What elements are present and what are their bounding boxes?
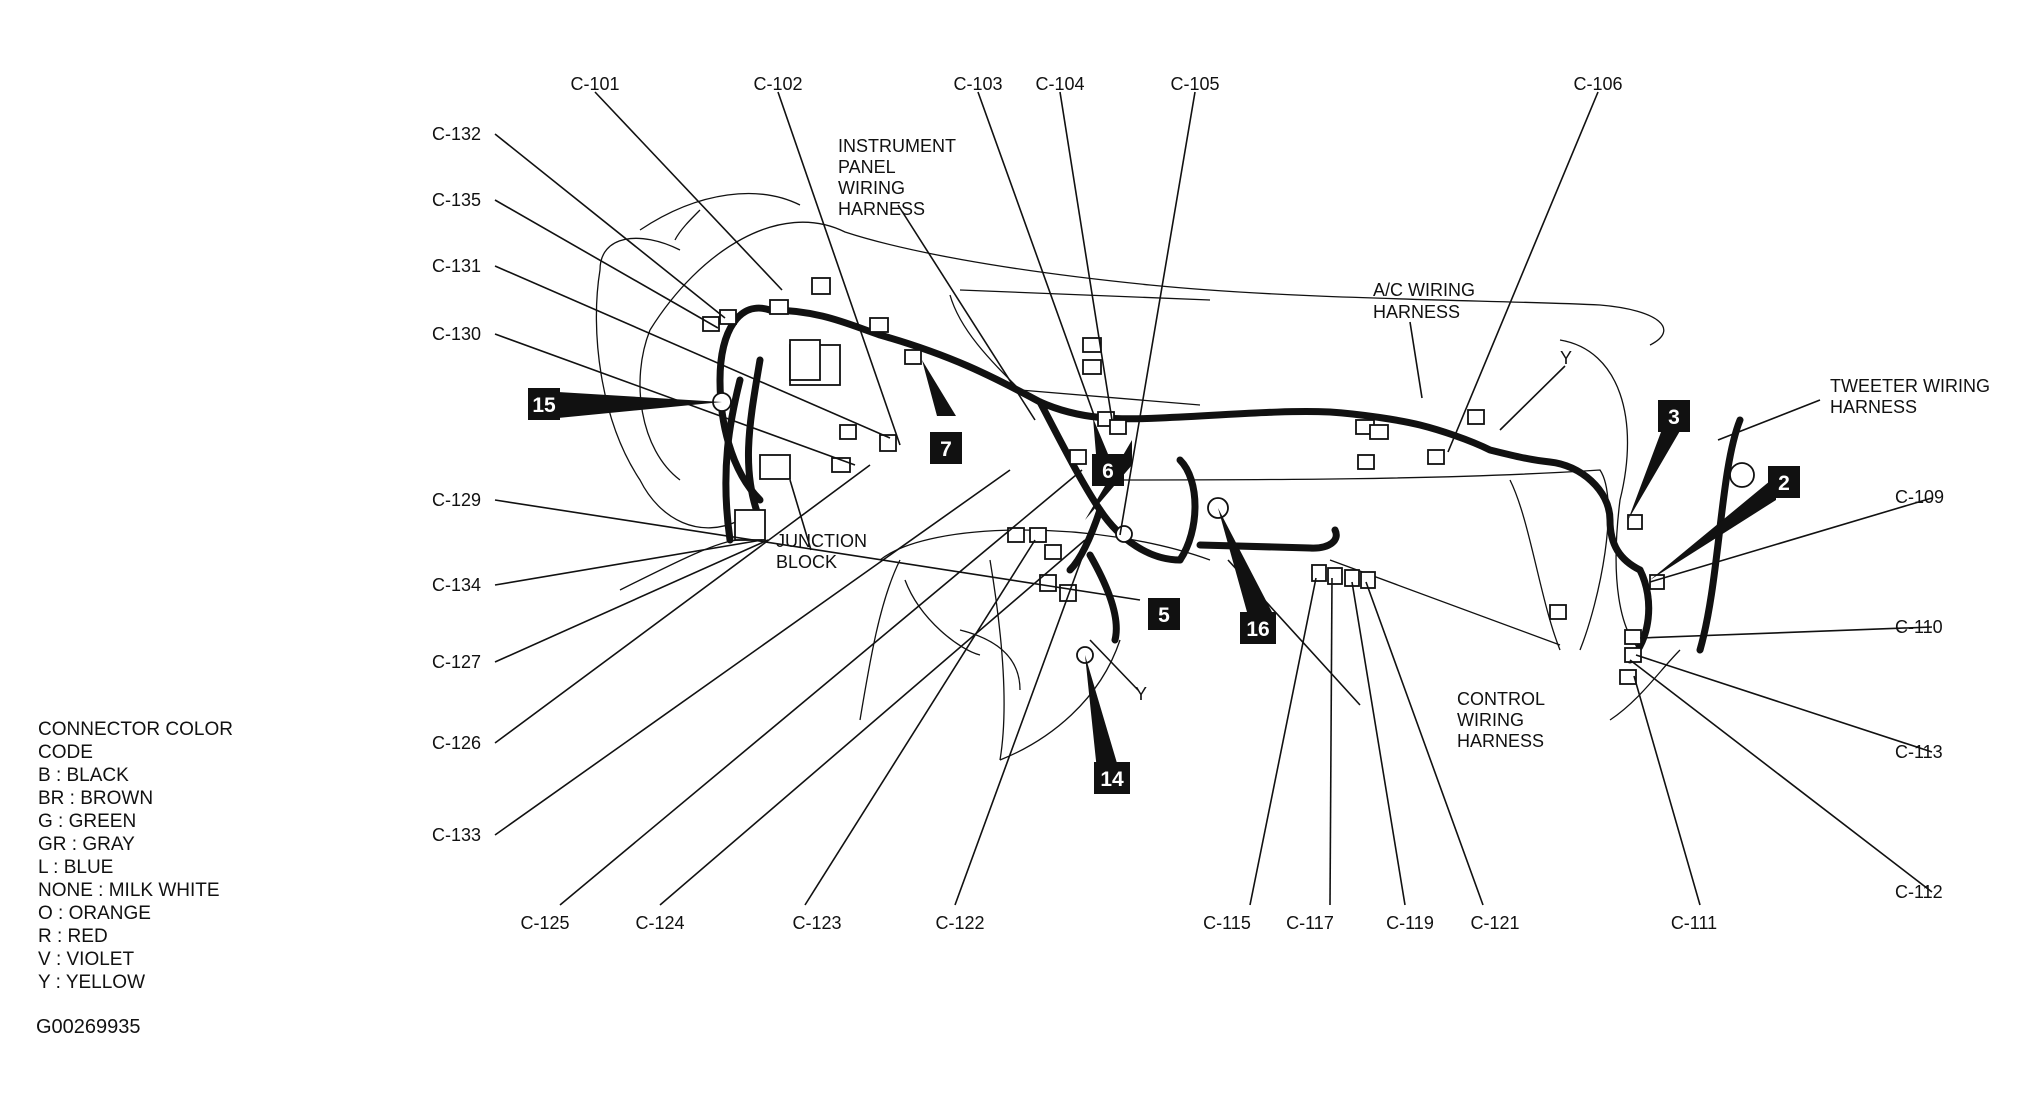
- label-c125: C-125: [520, 913, 569, 933]
- svg-text:JUNCTION: JUNCTION: [776, 531, 867, 551]
- label-c109: C-109: [1895, 487, 1944, 507]
- harness-wires: [716, 304, 1744, 664]
- label-c124: C-124: [635, 913, 684, 933]
- svg-text:INSTRUMENT: INSTRUMENT: [838, 136, 956, 156]
- legend-entry: L : BLUE: [38, 857, 114, 878]
- svg-text:2: 2: [1778, 472, 1790, 495]
- label-c117: C-117: [1286, 913, 1334, 933]
- svg-text:WIRING: WIRING: [838, 178, 905, 198]
- label-c106: C-106: [1573, 74, 1622, 94]
- legend-entry: O : ORANGE: [38, 903, 151, 924]
- badge-6: 6: [1092, 454, 1124, 486]
- ac-harness-label: A/C WIRING HARNESS: [1373, 280, 1475, 322]
- legend-entry: R : RED: [38, 926, 108, 947]
- label-c105: C-105: [1170, 74, 1219, 94]
- wire-color-y-lower: Y: [1135, 684, 1147, 704]
- label-c102: C-102: [753, 74, 802, 94]
- label-c126: C-126: [432, 733, 481, 753]
- connector-color-legend: CONNECTOR COLOR CODE B : BLACK BR : BROW…: [38, 718, 233, 994]
- svg-text:3: 3: [1668, 406, 1680, 429]
- svg-text:TWEETER WIRING: TWEETER WIRING: [1830, 376, 1990, 396]
- label-c112: C-112: [1895, 882, 1943, 902]
- label-c132: C-132: [432, 124, 481, 144]
- label-c131: C-131: [432, 256, 481, 276]
- label-c111: C-111: [1671, 913, 1717, 933]
- label-c123: C-123: [792, 913, 841, 933]
- svg-text:16: 16: [1246, 618, 1269, 641]
- legend-entry: GR : GRAY: [38, 834, 135, 855]
- label-c115: C-115: [1203, 913, 1251, 933]
- label-c101: C-101: [570, 74, 619, 94]
- connector-shapes: [702, 277, 1755, 685]
- badge-3: 3: [1658, 400, 1690, 432]
- instrument-panel-harness-label: INSTRUMENT PANEL WIRING HARNESS: [838, 136, 956, 219]
- legend-entry: V : VIOLET: [38, 949, 135, 970]
- label-c119: C-119: [1386, 913, 1434, 933]
- svg-text:15: 15: [532, 394, 556, 417]
- label-c122: C-122: [935, 913, 984, 933]
- svg-text:6: 6: [1102, 460, 1114, 483]
- label-c104: C-104: [1035, 74, 1084, 94]
- legend-entry: Y : YELLOW: [38, 972, 146, 993]
- legend-entry: NONE : MILK WHITE: [38, 880, 220, 901]
- badge-14: 14: [1094, 762, 1130, 794]
- badge-2: 2: [1768, 466, 1800, 498]
- badge-7: 7: [930, 432, 962, 464]
- svg-text:WIRING: WIRING: [1457, 710, 1524, 730]
- label-c113: C-113: [1895, 742, 1943, 762]
- label-c103: C-103: [953, 74, 1002, 94]
- junction-block-label: JUNCTION BLOCK: [776, 531, 867, 572]
- figure-id: G00269935: [36, 1016, 141, 1038]
- svg-text:14: 14: [1100, 768, 1124, 791]
- label-c135: C-135: [432, 190, 481, 210]
- label-c134: C-134: [432, 575, 481, 595]
- badge-5: 5: [1148, 598, 1180, 630]
- svg-text:HARNESS: HARNESS: [838, 199, 925, 219]
- label-c127: C-127: [432, 652, 481, 672]
- leader-lines: [494, 91, 1933, 906]
- dashboard-outline: [595, 192, 1681, 761]
- label-c130: C-130: [432, 324, 481, 344]
- svg-text:CONTROL: CONTROL: [1457, 689, 1545, 709]
- svg-text:7: 7: [940, 438, 952, 461]
- svg-text:HARNESS: HARNESS: [1830, 397, 1917, 417]
- svg-text:A/C WIRING: A/C WIRING: [1373, 280, 1475, 300]
- svg-text:HARNESS: HARNESS: [1457, 731, 1544, 751]
- svg-text:PANEL: PANEL: [838, 157, 896, 177]
- control-harness-label: CONTROL WIRING HARNESS: [1457, 689, 1545, 751]
- label-c110: C-110: [1895, 617, 1943, 637]
- label-c133: C-133: [432, 825, 481, 845]
- label-c129: C-129: [432, 490, 481, 510]
- legend-title-2: CODE: [38, 742, 93, 763]
- legend-entry: B : BLACK: [38, 765, 129, 786]
- svg-text:BLOCK: BLOCK: [776, 552, 837, 572]
- legend-entry: BR : BROWN: [38, 788, 154, 809]
- svg-text:5: 5: [1158, 604, 1170, 627]
- wire-color-y-right: Y: [1560, 348, 1572, 368]
- tweeter-harness-label: TWEETER WIRING HARNESS: [1830, 376, 1990, 417]
- legend-entry: G : GREEN: [38, 811, 137, 832]
- badge-16: 16: [1240, 612, 1276, 644]
- badge-15: 15: [528, 388, 560, 420]
- label-c121: C-121: [1470, 913, 1519, 933]
- svg-text:HARNESS: HARNESS: [1373, 302, 1460, 322]
- legend-title: CONNECTOR COLOR: [38, 719, 233, 740]
